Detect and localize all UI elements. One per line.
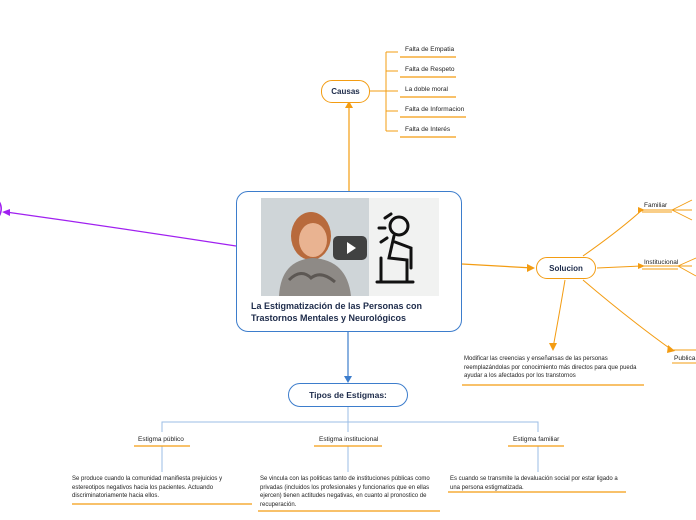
tipos-item-institucional-description[interactable]: Se vincula con las politicas tanto de in… (260, 476, 430, 509)
institucional-subbranches (677, 257, 696, 277)
causas-item-5[interactable]: Falta de Interés (405, 126, 451, 133)
tipos-item-familiar-title[interactable]: Estigma familiar (513, 436, 560, 443)
arrow-familiar (638, 207, 645, 213)
connector-solucion-description (552, 279, 566, 349)
solucion-node[interactable]: Solucion (536, 257, 596, 279)
left-node-stub (0, 201, 2, 217)
play-icon[interactable] (333, 236, 367, 260)
arrow-publica (667, 345, 675, 353)
solucion-item-institucional[interactable]: Institucional (644, 259, 679, 266)
arrow-tipos (344, 376, 352, 383)
tipos-item-familiar-description[interactable]: Es cuando se transmite la devaluación so… (450, 476, 618, 491)
causas-item-3[interactable]: La doble moral (405, 86, 448, 93)
tipos-desc-underlines (72, 491, 626, 512)
solucion-items-underlines (642, 211, 696, 364)
connector-central-solucion (461, 263, 534, 269)
video-thumbnail-art (261, 198, 439, 296)
tipos-node[interactable]: Tipos de Estigmas: (288, 383, 408, 407)
causas-item-1[interactable]: Falta de Empatia (405, 46, 455, 53)
solucion-item-publica[interactable]: Publica (674, 355, 696, 362)
causas-node[interactable]: Causas (321, 80, 370, 103)
familiar-subbranches (671, 199, 693, 221)
arrow-solucion (527, 264, 535, 272)
causas-item-4[interactable]: Falta de Informacion (405, 106, 465, 113)
video-thumbnail[interactable] (261, 198, 439, 296)
tipos-label: Tipos de Estigmas: (309, 390, 387, 400)
connector-tipos-items (161, 406, 539, 432)
tipos-item-institucional-title[interactable]: Estigma institucional (319, 436, 379, 443)
tipos-item-publico-title[interactable]: Estigma público (138, 436, 184, 443)
connector-solucion-familiar (582, 209, 692, 257)
solucion-item-familiar[interactable]: Familiar (644, 202, 668, 209)
arrow-causas (345, 101, 353, 108)
causas-label: Causas (331, 87, 360, 96)
arrow-solucion-description (549, 343, 557, 351)
central-topic-node[interactable]: La Estigmatización de las Personas con T… (236, 191, 462, 332)
central-topic-title: La Estigmatización de las Personas con T… (251, 301, 423, 324)
connector-solucion-publica (582, 279, 696, 351)
solucion-label: Solucion (549, 263, 583, 273)
arrow-left-branch (2, 209, 10, 216)
arrow-institucional (638, 263, 645, 269)
connector-tipos-descriptions (161, 446, 539, 472)
connector-left-branch (5, 211, 237, 247)
causas-item-2[interactable]: Falta de Respeto (405, 66, 455, 73)
solucion-description[interactable]: Modificar las creencias y enseñansas de … (464, 356, 637, 380)
tipos-item-publico-description[interactable]: Se produce cuando la comunidad manifiest… (72, 476, 223, 500)
connector-causas-items (368, 51, 398, 132)
